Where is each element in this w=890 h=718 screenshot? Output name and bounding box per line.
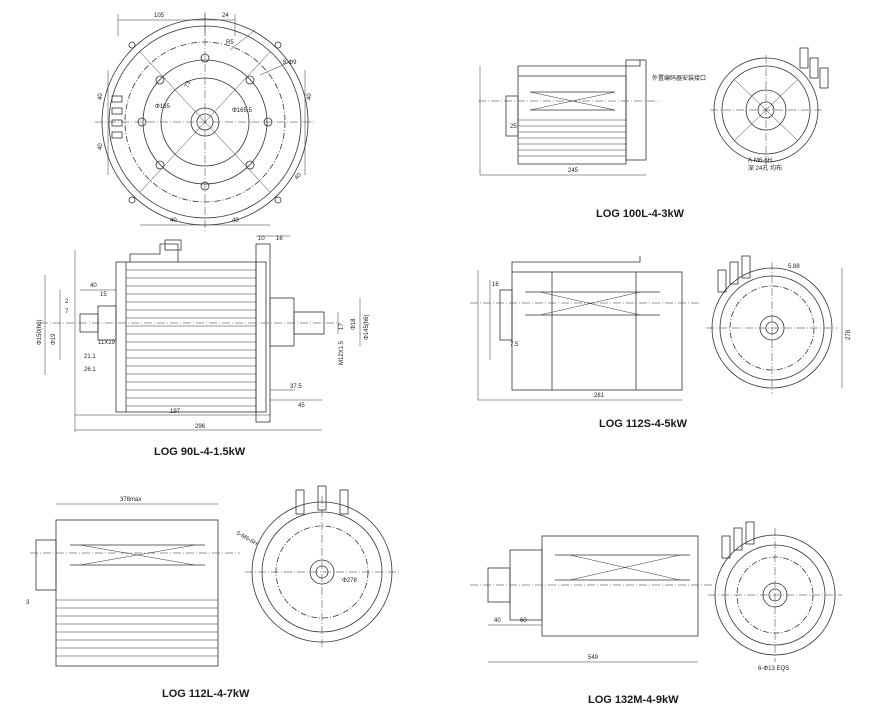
front-view-112s: 5.88 278 bbox=[706, 255, 852, 394]
encoder-note: 外置编码器安装接口 bbox=[652, 74, 706, 82]
dim-6-phi13: 6-Φ13 EQS bbox=[758, 666, 789, 672]
side-view-100l: 245 25 外置编码器安装接口 bbox=[478, 59, 706, 176]
dim-m12: M12X1.5 bbox=[339, 340, 345, 365]
dim-3: 3 bbox=[26, 600, 30, 606]
dim-5-m6: 5-M6-6H bbox=[235, 531, 258, 548]
dim-378max: 378max bbox=[120, 497, 141, 503]
dim-281: 281 bbox=[594, 393, 605, 399]
caption-log-112s: LOG 112S-4-5kW bbox=[599, 418, 688, 430]
dim-phi165-5: Φ165.5 bbox=[232, 108, 252, 114]
front-view-90l: 105 24 R5 8-Φ9 73 Φ165 Φ165.5 40 40 40 4… bbox=[95, 12, 315, 232]
side-view-90l: 10 16 40 15 2 7 21.1 26.1 11X19 197 296 … bbox=[37, 235, 370, 432]
dim-105: 105 bbox=[154, 13, 165, 19]
dim-7-5: 7.5 bbox=[510, 342, 519, 348]
cooling-fins-90l bbox=[126, 269, 256, 407]
dim-phi165: Φ165 bbox=[155, 104, 170, 110]
dim-phi19: Φ19 bbox=[51, 333, 57, 345]
dim-10: 10 bbox=[258, 236, 265, 242]
dim-60: 60 bbox=[520, 618, 527, 624]
dim-40-132m: 40 bbox=[494, 618, 501, 624]
caption-log-100l: LOG 100L-4-3kW bbox=[596, 208, 685, 220]
dim-40-left-bottom: 40 bbox=[98, 143, 104, 150]
side-view-112s: 281 16 7.5 bbox=[470, 256, 700, 401]
dim-40-bottom-left: 40 bbox=[170, 218, 177, 224]
dim-296: 296 bbox=[195, 424, 206, 430]
dim-26-1: 26.1 bbox=[84, 367, 96, 373]
dim-549: 549 bbox=[588, 655, 599, 661]
dim-16: 16 bbox=[276, 236, 283, 242]
dim-245: 245 bbox=[568, 168, 579, 174]
dim-40-side: 40 bbox=[90, 283, 97, 289]
dim-197: 197 bbox=[170, 409, 181, 415]
caption-log-112l: LOG 112L-4-7kW bbox=[162, 688, 250, 700]
dim-24: 24 bbox=[222, 13, 229, 19]
caption-log-132m: LOG 132M-4-9kW bbox=[588, 694, 679, 706]
caption-log-90l: LOG 90L-4-1.5kW bbox=[154, 446, 246, 458]
dim-key-11x19: 11X19 bbox=[98, 340, 116, 346]
dim-r5: R5 bbox=[226, 40, 234, 46]
dim-phi150: Φ150(h6) bbox=[37, 320, 43, 345]
dim-40-bottom-right: 40 bbox=[232, 218, 239, 224]
dim-phi278: Φ278 bbox=[342, 578, 357, 584]
dim-phi18: Φ18 bbox=[351, 318, 357, 330]
dim-25: 25 bbox=[510, 124, 517, 130]
front-view-132m: 6-Φ13 EQS bbox=[708, 521, 842, 672]
dim-40-right-bottom: 40 bbox=[294, 172, 303, 181]
dim-hole: 8-Φ9 bbox=[283, 60, 297, 66]
dim-73: 73 bbox=[184, 80, 192, 89]
dim-40-right-top: 40 bbox=[307, 93, 313, 100]
dim-16-112s: 16 bbox=[492, 282, 499, 288]
dim-5-88: 5.88 bbox=[788, 264, 800, 270]
dim-37-5: 37.5 bbox=[290, 384, 302, 390]
dim-17: 17 bbox=[339, 323, 345, 330]
dim-45: 45 bbox=[298, 403, 305, 409]
dim-7: 7 bbox=[65, 309, 69, 315]
dim-15: 15 bbox=[100, 292, 107, 298]
front-view-112l: 5-M6-6H Φ278 bbox=[235, 485, 400, 648]
side-view-132m: 549 40 60 bbox=[470, 535, 712, 663]
dim-40-left-top: 40 bbox=[98, 93, 104, 100]
dim-2: 2 bbox=[65, 299, 69, 305]
dim-21-1: 21.1 bbox=[84, 354, 96, 360]
front-view-100l: A-M6-6H 深 24孔 均布 bbox=[710, 47, 829, 172]
dim-278: 278 bbox=[846, 329, 852, 340]
side-view-112l: 378max 3 bbox=[26, 497, 240, 667]
dim-phi145: Φ145(h6) bbox=[364, 315, 370, 340]
dim-depth: 深 24孔 均布 bbox=[748, 164, 782, 172]
dim-tap: A-M6-6H bbox=[748, 158, 772, 164]
